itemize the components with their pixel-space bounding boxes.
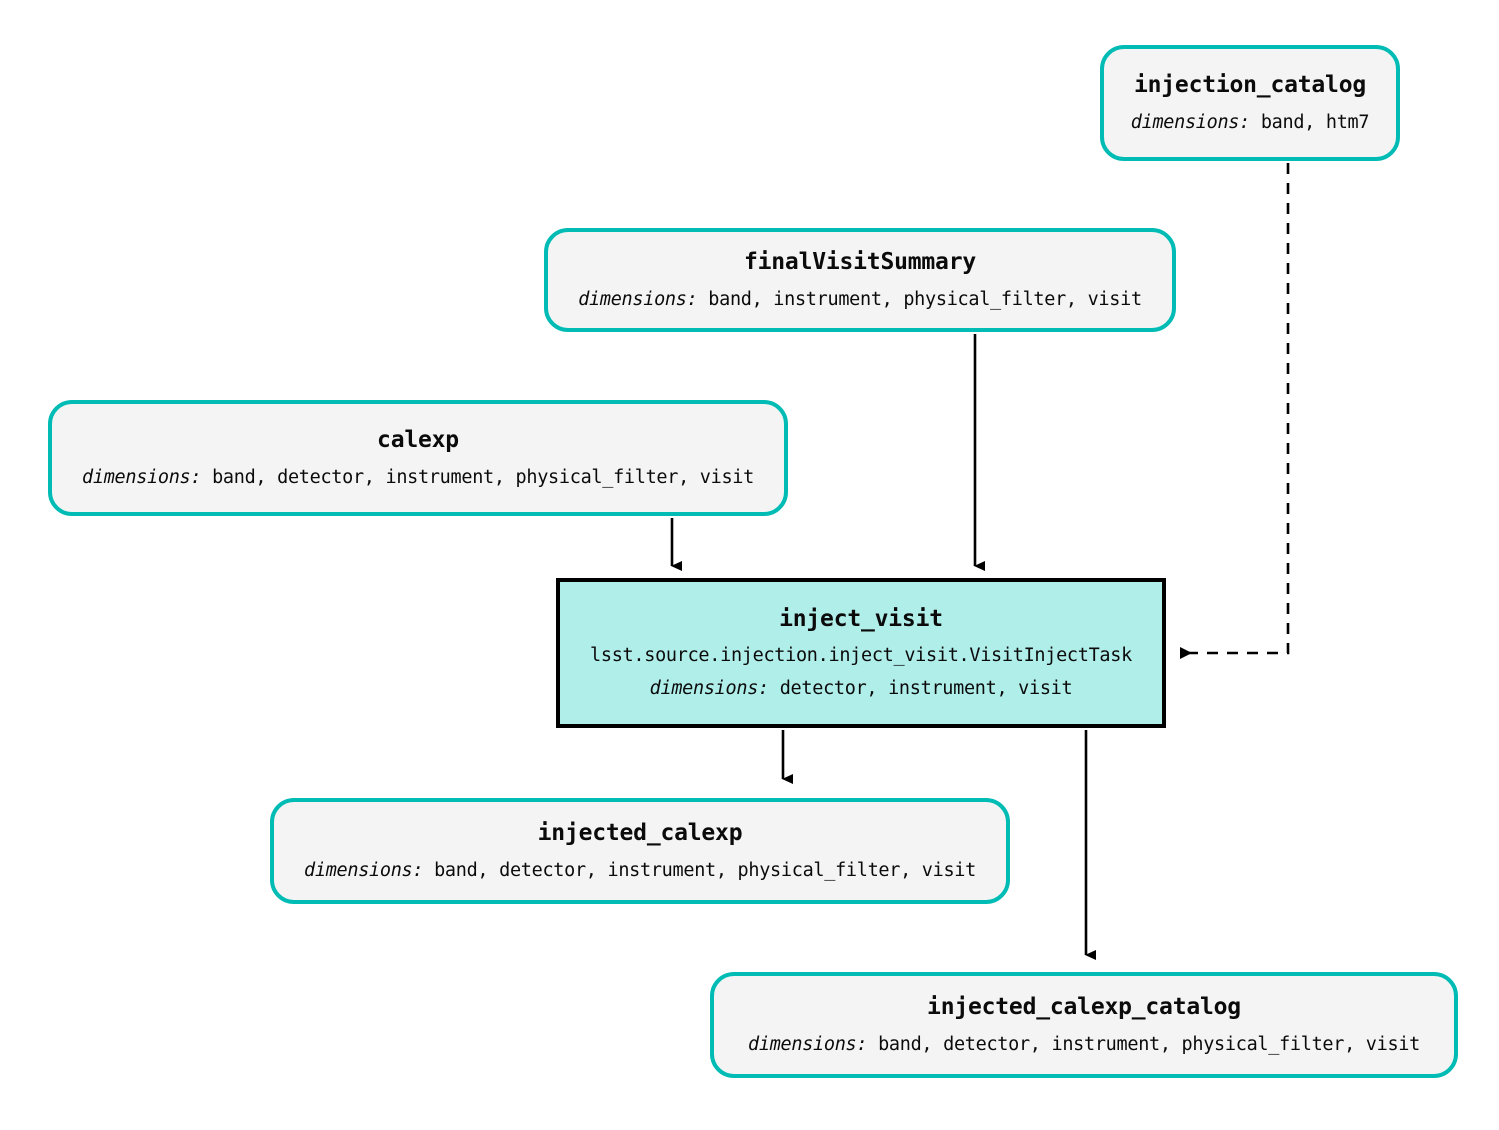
node-dimensions: dimensions: band, detector, instrument, … [748,1033,1420,1057]
dimensions-label: dimensions: [649,677,770,699]
dimensions-value: band, detector, instrument, physical_fil… [878,1034,1420,1056]
edge-injection-catalog-to-inject-visit [1180,163,1290,659]
dimensions-value: band, detector, instrument, physical_fil… [434,860,976,882]
node-title: finalVisitSummary [743,248,976,275]
task-class-path: lsst.source.injection.inject_visit.Visit… [590,644,1132,666]
node-dimensions: dimensions: detector, instrument, visit [650,677,1073,701]
dataset-node-injection-catalog[interactable]: injection_catalog dimensions: band, htm7 [1100,45,1400,161]
node-dimensions: dimensions: band, instrument, physical_f… [578,288,1142,312]
dimensions-label: dimensions: [748,1034,868,1056]
dimensions-value: band, detector, instrument, physical_fil… [212,467,754,489]
dimensions-label: dimensions: [578,289,698,311]
dimensions-value: band, htm7 [1260,112,1370,134]
dimensions-value: band, instrument, physical_filter, visit [708,289,1142,311]
dataset-node-finalvisitsummary[interactable]: finalVisitSummary dimensions: band, inst… [544,228,1176,332]
node-title: inject_visit [779,606,943,633]
dimensions-label: dimensions: [1130,112,1251,134]
task-node-inject-visit[interactable]: inject_visit lsst.source.injection.injec… [556,578,1166,728]
dataset-node-injected-calexp[interactable]: injected_calexp dimensions: band, detect… [270,798,1010,904]
dataset-node-calexp[interactable]: calexp dimensions: band, detector, instr… [48,400,788,516]
node-dimensions: dimensions: band, detector, instrument, … [304,859,976,883]
dimensions-label: dimensions: [304,860,424,882]
node-title: injected_calexp_catalog [927,993,1241,1020]
node-dimensions: dimensions: band, detector, instrument, … [82,466,754,490]
node-title: calexp [377,426,459,453]
node-title: injection_catalog [1133,71,1366,98]
dimensions-value: detector, instrument, visit [779,677,1073,699]
node-title: injected_calexp [537,819,743,846]
node-dimensions: dimensions: band, htm7 [1130,111,1370,135]
dataset-node-injected-calexp-catalog[interactable]: injected_calexp_catalog dimensions: band… [710,972,1458,1078]
dimensions-label: dimensions: [82,467,202,489]
